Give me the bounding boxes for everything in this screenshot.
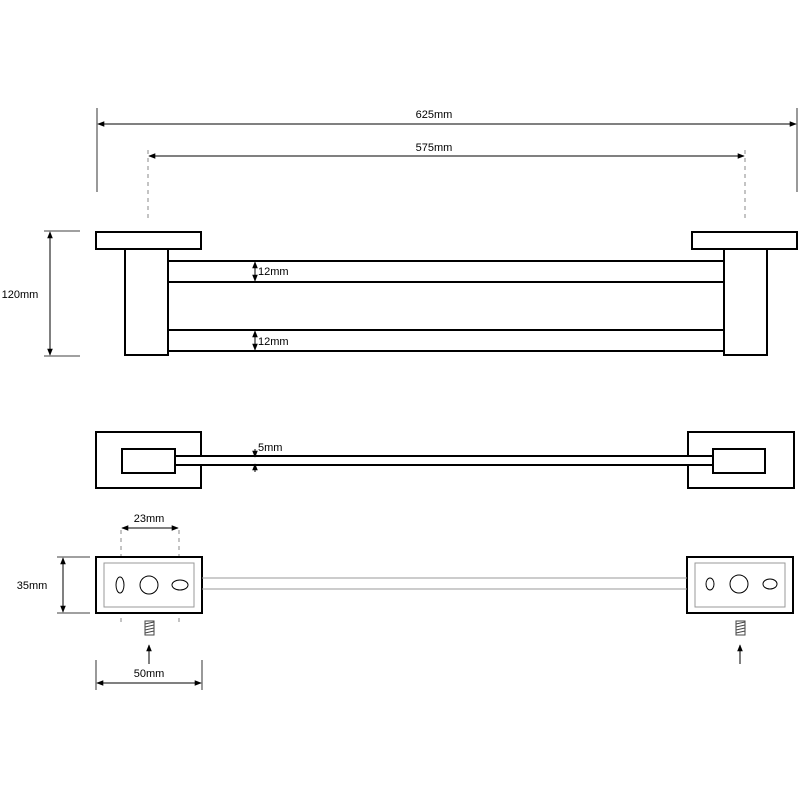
fixing-centers-label: 575mm	[416, 142, 453, 154]
lower-rail	[167, 329, 725, 352]
left-wall-plate	[95, 231, 202, 250]
right-bracket-top	[712, 448, 766, 474]
upper-rail	[167, 260, 725, 283]
right-mounting-plate	[686, 556, 794, 614]
base-depth-label: 35mm	[17, 580, 48, 592]
right-slot-hole-left	[705, 577, 715, 591]
left-slot-hole-left	[115, 576, 125, 594]
top-rail	[174, 455, 714, 466]
right-screw-icon	[735, 620, 746, 636]
left-bracket-top	[121, 448, 176, 474]
overall-length-label: 625mm	[416, 109, 453, 121]
right-center-hole	[729, 574, 749, 594]
top-view: 5mm	[95, 431, 795, 489]
left-screw-icon	[144, 620, 155, 636]
left-bracket-block	[124, 248, 169, 356]
lower-rail-thickness-label: 12mm	[258, 336, 289, 348]
left-center-hole	[139, 575, 159, 595]
front-view: 625mm 575mm 12mm 12mm 120mm	[2, 108, 798, 357]
base-width-label: 50mm	[134, 668, 165, 680]
right-bracket-block	[723, 248, 768, 356]
upper-rail-thickness-label: 12mm	[258, 266, 289, 278]
mounting-view: 23mm 35mm	[17, 513, 794, 690]
top-rail-thickness-label: 5mm	[258, 442, 282, 454]
height-label: 120mm	[2, 289, 39, 301]
left-slot-hole-right	[171, 579, 189, 591]
right-mounting-plate-inner	[694, 562, 786, 608]
left-mounting-plate	[95, 556, 203, 614]
right-slot-hole-right	[762, 578, 778, 590]
left-mounting-plate-inner	[103, 562, 195, 608]
right-wall-plate	[691, 231, 798, 250]
hole-spacing-label: 23mm	[134, 513, 165, 525]
